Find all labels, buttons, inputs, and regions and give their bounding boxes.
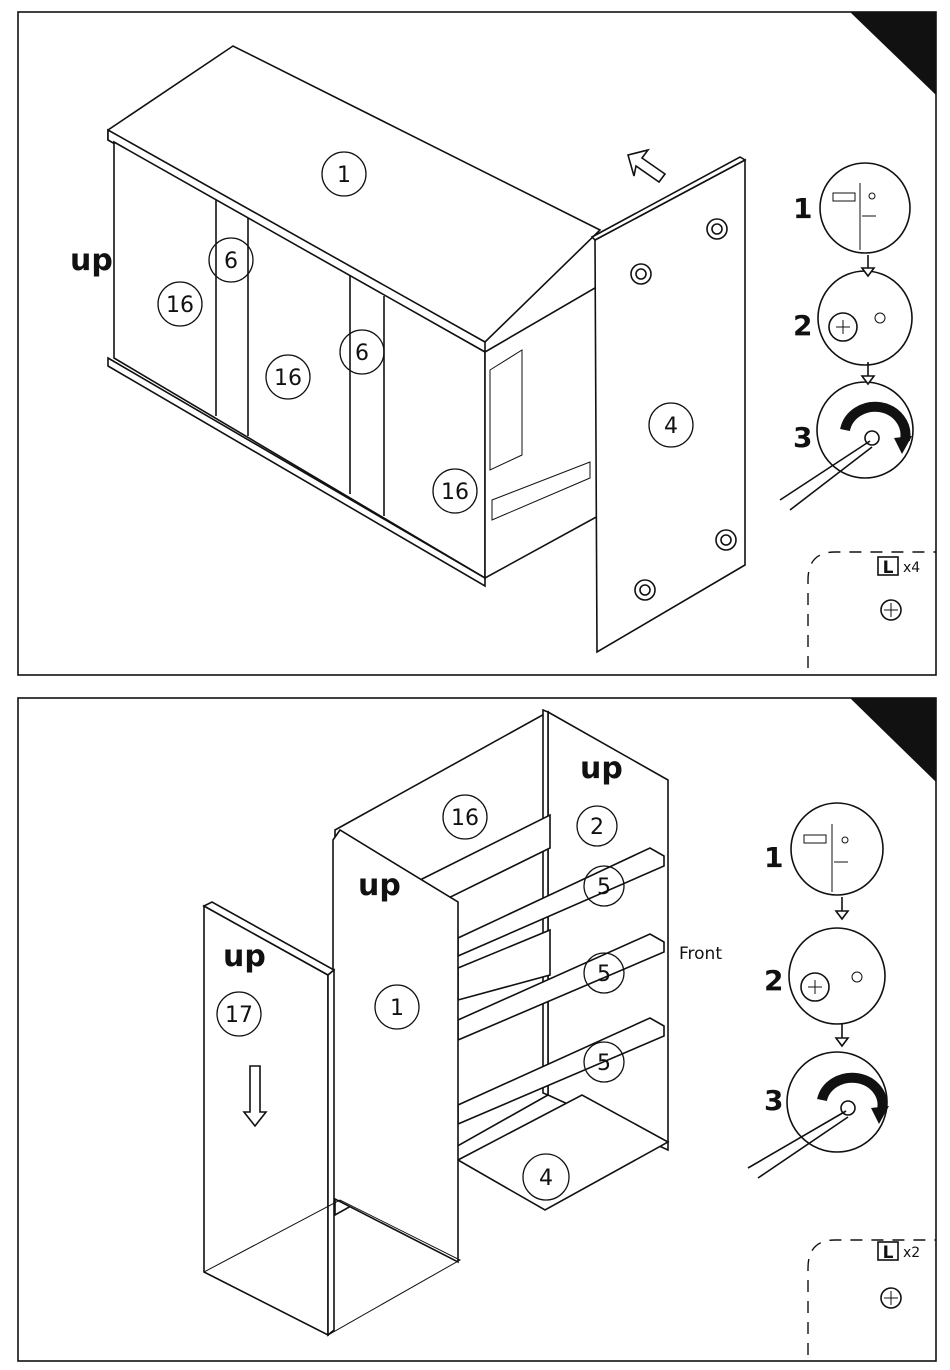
step-number-3: 3 — [764, 1084, 783, 1117]
part-label-bottom: 4 — [539, 1166, 553, 1191]
part-label-back: 16 — [451, 806, 479, 831]
step-number-1: 1 — [793, 192, 812, 225]
hardware-code: L — [883, 558, 894, 578]
step-number-2: 2 — [764, 964, 783, 997]
part-label-door-c: 16 — [441, 480, 469, 505]
step-panel-2: 16 2 5 5 5 1 17 4 up up up Front 1 2 3 — [18, 698, 936, 1361]
part-label-shelf-b: 5 — [597, 962, 611, 987]
part-label-door-b: 16 — [274, 366, 302, 391]
hardware-code: L — [883, 1243, 894, 1263]
hardware-qty: x4 — [903, 560, 920, 576]
part-label-right-side: 2 — [590, 815, 604, 840]
cam-lock-steps-2: 1 2 3 — [748, 803, 889, 1178]
part-label-left-side: 1 — [390, 996, 404, 1021]
part-label-side: 4 — [664, 414, 678, 439]
step-number-3: 3 — [793, 421, 812, 454]
part-label-shelf-c: 5 — [597, 1051, 611, 1076]
part-label-divider-b: 6 — [355, 341, 369, 366]
part-label-shelf-a: 5 — [597, 875, 611, 900]
part-label-divider-a: 6 — [224, 249, 238, 274]
side-panel-4 — [595, 160, 745, 652]
cabinet-cavity — [485, 285, 600, 578]
turn-arrow-icon — [845, 407, 905, 440]
screwdriver-icon — [748, 1111, 846, 1168]
hardware-box-1: L x4 — [808, 552, 936, 668]
step-number-1: 1 — [764, 841, 783, 874]
step-number-2: 2 — [793, 309, 812, 342]
step-panel-1: 1 6 6 16 16 16 4 up 1 2 3 — [18, 12, 936, 675]
part-label-panel: 17 — [225, 1003, 253, 1028]
orientation-label-left: up — [358, 868, 401, 903]
orientation-label-up: up — [70, 243, 113, 278]
part-label-top: 1 — [337, 163, 351, 188]
corner-tab-1 — [850, 12, 936, 95]
detail-circle-3 — [817, 382, 913, 478]
front-label: Front — [679, 944, 722, 964]
cam-lock-steps-1: 1 2 3 — [780, 163, 913, 510]
direction-arrow — [628, 150, 665, 182]
hardware-qty: x2 — [903, 1245, 920, 1261]
orientation-label-right: up — [580, 751, 623, 786]
detail-circle-1 — [791, 803, 883, 895]
part-label-door-a: 16 — [166, 293, 194, 318]
turn-arrow-icon — [822, 1078, 883, 1110]
detail-circle-2 — [789, 928, 885, 1024]
orientation-label-panel: up — [223, 939, 266, 974]
detail-circle-1 — [820, 163, 910, 253]
hardware-box-2: L x2 — [808, 1240, 936, 1355]
corner-tab-2 — [850, 698, 936, 782]
